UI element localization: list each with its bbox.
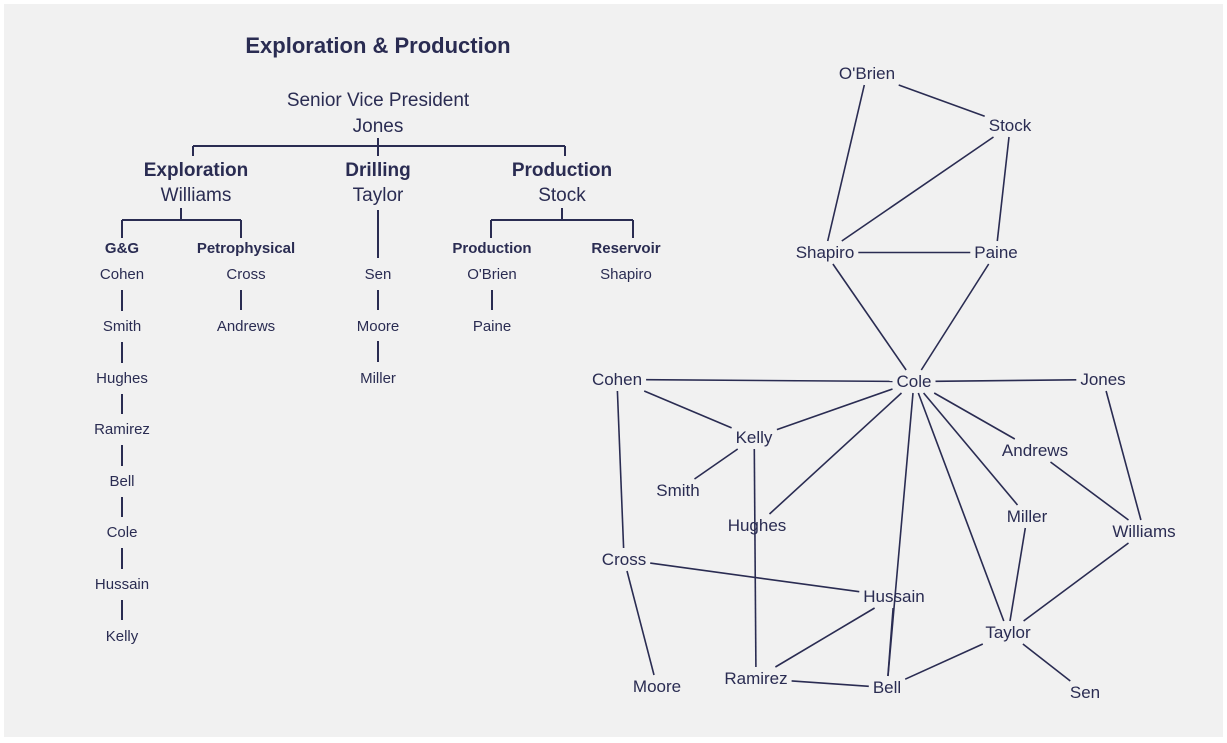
drilling-member: Miller <box>360 370 396 387</box>
edge-andrews-williams <box>1050 461 1129 521</box>
node-cole: Cole <box>897 372 932 391</box>
production-connector <box>490 208 634 238</box>
production-member: Paine <box>473 318 511 335</box>
edge-kelly-smith <box>694 448 739 480</box>
edge-taylor-bell <box>904 643 984 680</box>
exploration-connector <box>121 208 242 238</box>
group-reservoir-label: Reservoir <box>591 240 660 257</box>
edge-cole-hughes <box>768 392 903 515</box>
node-hussain: Hussain <box>863 587 924 606</box>
edge-miller-taylor <box>1009 527 1027 622</box>
petrophysical-member: Cross <box>226 266 265 283</box>
drilling-member: Sen <box>365 266 392 283</box>
network-graph: O'Brien Stock Shapiro Paine Cohen Cole J… <box>592 64 1176 702</box>
node-cross: Cross <box>602 550 646 569</box>
gg-member: Bell <box>109 473 134 490</box>
network-nodes: O'Brien Stock Shapiro Paine Cohen Cole J… <box>592 64 1176 702</box>
node-hughes: Hughes <box>728 516 787 535</box>
edge-cohen-cross <box>616 390 625 549</box>
petrophysical-member: Andrews <box>217 318 275 335</box>
node-taylor: Taylor <box>985 623 1031 642</box>
edge-cole-andrews <box>933 392 1016 440</box>
edge-hussain-bell <box>887 607 894 677</box>
edge-ramirez-bell <box>791 680 869 688</box>
edge-obrien-stock <box>898 84 985 117</box>
node-obrien: O'Brien <box>839 64 895 83</box>
edge-stock-paine <box>996 136 1010 242</box>
node-moore: Moore <box>633 677 681 696</box>
edge-cole-kelly <box>776 388 893 431</box>
gg-member: Kelly <box>106 628 139 645</box>
node-smith: Smith <box>656 481 699 500</box>
node-sen: Sen <box>1070 683 1100 702</box>
svp-connector <box>192 138 566 156</box>
node-kelly: Kelly <box>736 428 773 447</box>
division-drilling-head: Taylor <box>353 185 404 206</box>
edge-cole-jones <box>935 379 1077 383</box>
org-chart-title: Exploration & Production <box>245 33 510 58</box>
group-production-label: Production <box>452 240 531 257</box>
group-petrophysical-label: Petrophysical <box>197 240 295 257</box>
edge-cohen-kelly <box>643 390 732 429</box>
gg-member: Hughes <box>96 370 148 387</box>
node-stock: Stock <box>989 116 1032 135</box>
edge-williams-taylor <box>1023 542 1129 622</box>
division-production-head: Stock <box>538 185 586 206</box>
reservoir-member: Shapiro <box>600 266 652 283</box>
group-gg-label: G&G <box>105 240 139 257</box>
org-chart: Exploration & Production Senior Vice Pre… <box>94 33 661 645</box>
edge-hussain-ramirez <box>774 607 876 668</box>
node-ramirez: Ramirez <box>724 669 787 688</box>
node-jones: Jones <box>1080 370 1125 389</box>
division-exploration-label: Exploration <box>144 160 249 181</box>
division-drilling-label: Drilling <box>345 160 410 181</box>
node-bell: Bell <box>873 678 901 697</box>
edge-cross-moore <box>626 570 655 676</box>
edge-paine-cole <box>920 263 990 371</box>
division-production-label: Production <box>512 160 612 181</box>
gg-member: Hussain <box>95 576 149 593</box>
network-edges <box>616 84 1142 688</box>
node-paine: Paine <box>974 243 1017 262</box>
edge-cole-miller <box>922 392 1019 506</box>
node-shapiro: Shapiro <box>796 243 855 262</box>
division-exploration-head: Williams <box>161 185 232 206</box>
edge-cohen-cole <box>646 378 893 383</box>
node-williams: Williams <box>1112 522 1175 541</box>
production-member: O'Brien <box>467 266 517 283</box>
node-andrews: Andrews <box>1002 441 1068 460</box>
drilling-member: Moore <box>357 318 400 335</box>
diagram-panel <box>4 4 1223 737</box>
edge-obrien-shapiro <box>826 84 866 242</box>
gg-member: Cohen <box>100 266 144 283</box>
edge-taylor-sen <box>1022 643 1071 682</box>
gg-member: Smith <box>103 318 141 335</box>
node-cohen: Cohen <box>592 370 642 389</box>
gg-member: Ramirez <box>94 421 150 438</box>
svp-role: Senior Vice President <box>287 90 470 111</box>
node-miller: Miller <box>1007 507 1048 526</box>
edge-jones-williams <box>1105 390 1142 521</box>
edge-cole-taylor <box>917 392 1005 622</box>
edge-kelly-ramirez <box>753 448 757 668</box>
edge-shapiro-cole <box>832 263 907 371</box>
svp-name: Jones <box>353 116 404 137</box>
edge-stock-shapiro <box>841 136 994 242</box>
edge-cross-hussain <box>650 562 860 593</box>
gg-member: Cole <box>107 524 138 541</box>
